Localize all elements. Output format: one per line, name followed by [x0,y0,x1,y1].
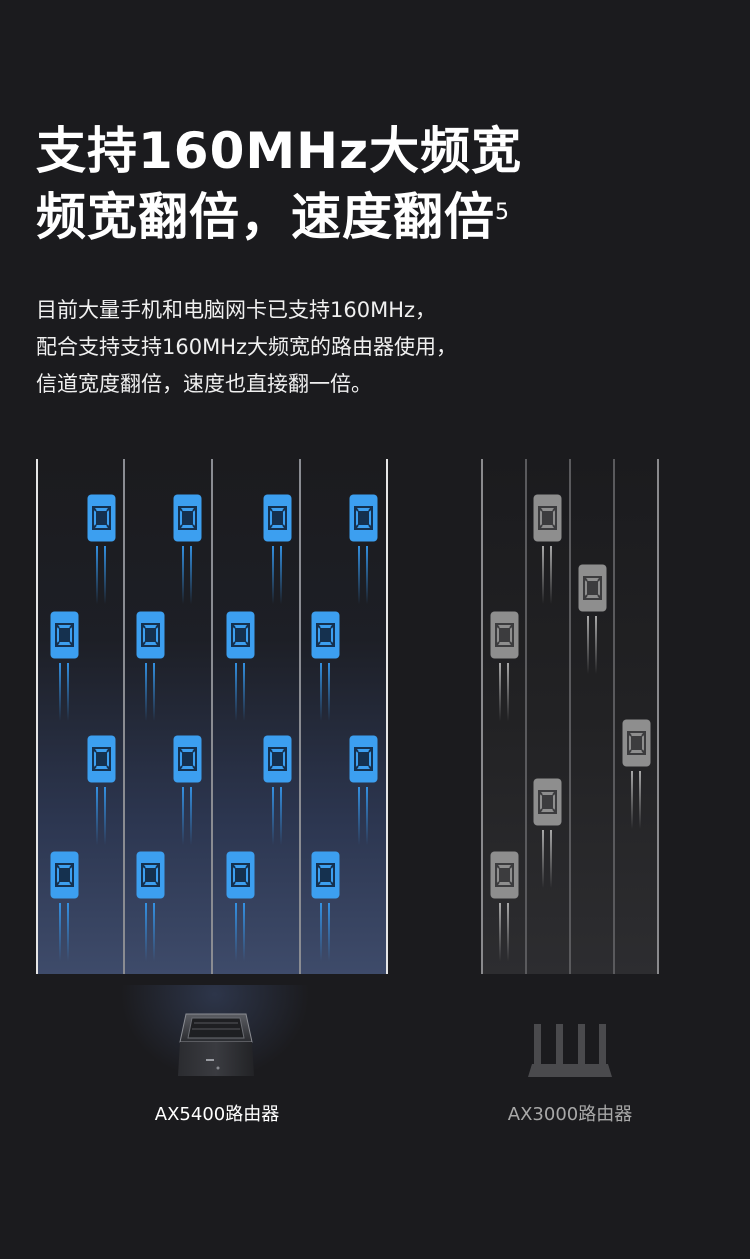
lane-divider [211,459,213,974]
car-icon [136,611,165,659]
motion-trail [232,903,248,961]
lane-divider [386,459,388,974]
ax5400-router-label: AX5400路由器 [154,1104,280,1125]
ax3000-lanes-illustration [481,459,659,974]
headline-line-2-text: 频宽翻倍，速度翻倍 [36,188,495,246]
lane-divider [481,459,483,974]
motion-trail [355,787,371,845]
motion-trail [317,903,333,961]
car-icon [136,851,165,899]
motion-trail [142,903,158,961]
motion-trail [93,787,109,845]
motion-trail [584,616,600,674]
car-icon [490,851,519,899]
description: 目前大量手机和电脑网卡已支持160MHz， 配合支持支持160MHz大频宽的路由… [36,292,457,403]
motion-trail [355,546,371,604]
ax3000-router-label: AX3000路由器 [507,1104,633,1125]
car-icon [173,735,202,783]
lane-divider [36,459,38,974]
car-icon [311,611,340,659]
motion-trail [179,787,195,845]
motion-trail [56,663,72,721]
lane-divider [657,459,659,974]
ax5400-lanes-illustration [36,459,388,974]
car-icon [50,611,79,659]
car-icon [226,611,255,659]
car-icon [490,611,519,659]
motion-trail [317,663,333,721]
car-icon [533,494,562,542]
car-icon [50,851,79,899]
motion-trail [93,546,109,604]
motion-trail [269,546,285,604]
description-line-2: 配合支持支持160MHz大频宽的路由器使用， [36,335,458,359]
lane-divider [123,459,125,974]
headline: 支持160MHz大频宽 频宽翻倍，速度翻倍5 [36,118,522,250]
car-icon [311,851,340,899]
motion-trail [496,903,512,961]
car-icon [87,494,116,542]
motion-trail [539,830,555,888]
headline-line-2: 频宽翻倍，速度翻倍5 [36,184,522,250]
lane-divider [569,459,571,974]
motion-trail [56,903,72,961]
lane-divider [299,459,301,974]
motion-trail [142,663,158,721]
car-icon [173,494,202,542]
car-icon [226,851,255,899]
car-icon [533,778,562,826]
motion-trail [496,663,512,721]
motion-trail [628,771,644,829]
car-icon [622,719,651,767]
car-icon [349,735,378,783]
car-icon [87,735,116,783]
ax5400-router-icon [178,1013,254,1076]
motion-trail [269,787,285,845]
ax3000-router-icon [528,1024,612,1077]
footnote-marker: 5 [495,200,510,225]
lane-divider [525,459,527,974]
car-icon [578,564,607,612]
car-icon [349,494,378,542]
description-line-1: 目前大量手机和电脑网卡已支持160MHz， [36,298,437,322]
car-icon [263,735,292,783]
car-icon [263,494,292,542]
description-line-3: 信道宽度翻倍，速度也直接翻一倍。 [36,372,372,396]
lane-divider [613,459,615,974]
motion-trail [232,663,248,721]
motion-trail [179,546,195,604]
motion-trail [539,546,555,604]
headline-line-1: 支持160MHz大频宽 [36,122,523,180]
